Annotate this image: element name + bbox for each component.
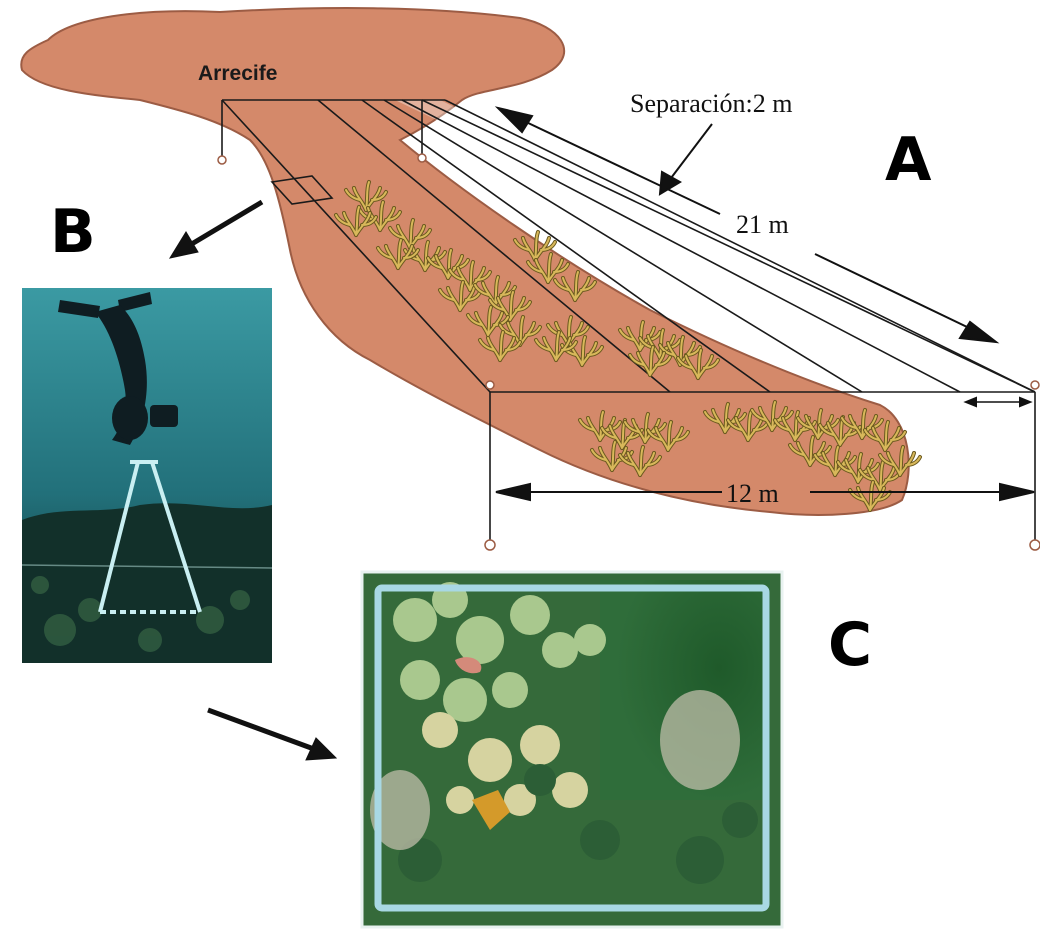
panel-letter-a: A (885, 125, 932, 195)
panel-letter-b: B (50, 197, 96, 267)
length-21m-label: 21 m (736, 210, 789, 239)
quadrat-top-view-photo (362, 572, 782, 927)
length-12m-label: 12 m (726, 479, 779, 508)
panel-letter-c: C (828, 610, 872, 680)
separation-label: Separación:2 m (630, 89, 792, 118)
reef-label: Arrecife (198, 62, 277, 85)
diver-with-quadrat-photo (22, 288, 272, 663)
